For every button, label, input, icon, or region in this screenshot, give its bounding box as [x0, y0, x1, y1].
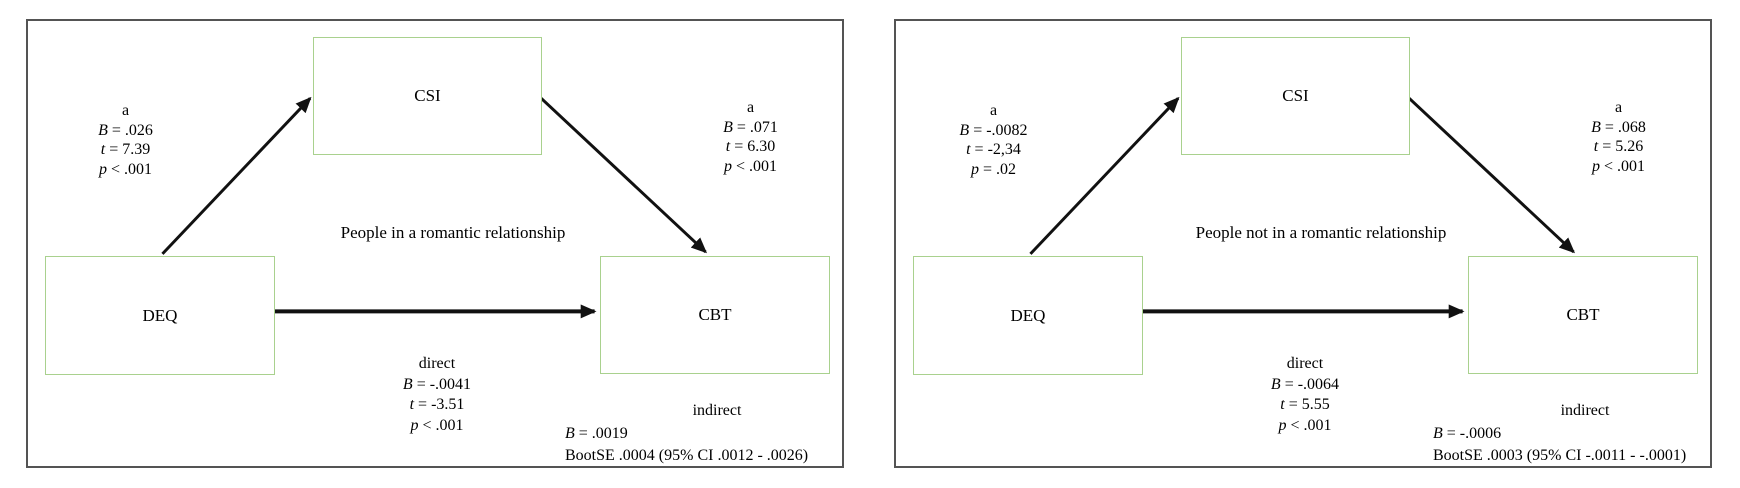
stat-symbol: t: [966, 141, 971, 158]
stat-row-b: B = -.0082: [936, 121, 1051, 141]
stat-symbol: B: [565, 424, 575, 442]
stat-value: = .071: [732, 118, 778, 136]
path-label: a: [746, 99, 755, 116]
path-label: a: [121, 102, 130, 119]
outcome-label: CBT: [1566, 305, 1600, 324]
path-label: a: [1614, 99, 1623, 116]
stat-symbol: t: [1593, 138, 1599, 155]
arrow-deq-to-csi: [1029, 96, 1180, 255]
outcome-box: CBT: [1468, 256, 1698, 374]
stat-value: = .02: [978, 160, 1017, 178]
stat-value: = 5.26: [1598, 138, 1644, 155]
stat-value: = 7.39: [105, 141, 151, 158]
path-a-left-stats: a B = .026 t = 7.39 p < .001: [68, 101, 183, 179]
stat-symbol: p: [98, 160, 107, 178]
stat-row-t: t = -3.51: [372, 395, 502, 416]
stat-row-t: t = 7.39: [68, 140, 183, 160]
stat-row-b: B = .026: [68, 121, 183, 141]
bootse-line: BootSE .0003 (95% CI -.0011 - -.0001): [1433, 447, 1687, 464]
stat-value: = .068: [1600, 118, 1646, 136]
mediator-label: CSI: [414, 86, 441, 105]
stat-value: = 6.30: [730, 138, 776, 155]
predictor-label: DEQ: [1010, 305, 1046, 325]
stat-row-p: p < .001: [68, 160, 183, 180]
stat-symbol: B: [402, 375, 413, 393]
effect-label: indirect: [1560, 402, 1610, 419]
stat-symbol: B: [1270, 375, 1281, 393]
direct-effect-stats: direct B = -.0064 t = 5.55 p < .001: [1240, 354, 1370, 436]
stat-symbol: t: [725, 138, 731, 155]
bootse-line: BootSE .0004 (95% CI .0012 - .0026): [565, 447, 809, 464]
stat-row-t: t = 5.55: [1240, 395, 1370, 416]
stat-symbol: p: [410, 416, 419, 434]
mediator-box: CSI: [313, 37, 542, 155]
predictor-label: DEQ: [142, 305, 178, 325]
stat-value: < .001: [731, 157, 778, 175]
stat-row-b: B = -.0041: [372, 375, 502, 396]
stat-row-p: p < .001: [693, 157, 808, 177]
stat-row-t: t = 5.26: [1561, 137, 1676, 157]
predictor-box: DEQ: [45, 256, 275, 375]
mediator-label: CSI: [1282, 86, 1309, 105]
outcome-label: CBT: [698, 305, 732, 324]
stat-value: = -3.51: [414, 396, 465, 413]
stat-value: = -.0064: [1280, 375, 1340, 393]
stat-symbol: p: [1591, 157, 1600, 175]
effect-label: direct: [1286, 355, 1324, 372]
effect-label: indirect: [692, 402, 742, 419]
stat-row-b: B = .068: [1561, 118, 1676, 138]
stat-value: = .026: [107, 121, 153, 139]
stat-row-b: B = .0019: [565, 423, 845, 446]
stat-row-p: p < .001: [1561, 157, 1676, 177]
stat-symbol: t: [100, 141, 106, 158]
stat-value: < .001: [106, 160, 153, 178]
stat-value: < .001: [1599, 157, 1646, 175]
stat-symbol: p: [1278, 416, 1287, 434]
stat-row-t: t = -2,34: [936, 140, 1051, 160]
panel-in-relationship: CSI DEQ CBT a B = .026 t = 7.39 p < .001…: [26, 19, 844, 468]
arrow-deq-to-csi: [161, 96, 312, 255]
indirect-effect-stats: indirect B = -.0006 BootSE .0003 (95% CI…: [1433, 400, 1713, 468]
effect-label: direct: [418, 355, 456, 372]
stat-value: < .001: [418, 416, 464, 434]
stat-row-b: B = .071: [693, 118, 808, 138]
stat-symbol: p: [723, 157, 732, 175]
stat-row-b: B = -.0006: [1433, 423, 1713, 446]
stat-symbol: t: [1280, 396, 1285, 413]
path-a-right-stats: a B = .068 t = 5.26 p < .001: [1561, 98, 1676, 176]
stat-row-p: p = .02: [936, 160, 1051, 180]
stat-value: < .001: [1286, 416, 1332, 434]
stat-symbol: t: [409, 396, 415, 413]
stat-symbol: B: [1591, 118, 1601, 136]
predictor-box: DEQ: [913, 256, 1143, 375]
stat-symbol: B: [959, 121, 970, 139]
stat-row-t: t = 6.30: [693, 137, 808, 157]
stat-value: = .0019: [574, 424, 628, 442]
stat-row-b: B = -.0064: [1240, 375, 1370, 396]
stat-value: = -.0041: [412, 375, 472, 393]
indirect-effect-stats: indirect B = .0019 BootSE .0004 (95% CI …: [565, 400, 845, 468]
direct-effect-stats: direct B = -.0041 t = -3.51 p < .001: [372, 354, 502, 436]
stat-value: = -2,34: [970, 141, 1021, 158]
group-label: People not in a romantic relationship: [1195, 223, 1447, 242]
stat-row-p: p < .001: [1240, 416, 1370, 437]
stat-value: = 5.55: [1284, 396, 1330, 413]
panel-not-in-relationship: CSI DEQ CBT a B = -.0082 t = -2,34 p = .…: [894, 19, 1712, 468]
group-label: People in a romantic relationship: [340, 223, 566, 242]
path-a-left-stats: a B = -.0082 t = -2,34 p = .02: [936, 101, 1051, 179]
stat-symbol: p: [970, 160, 979, 178]
outcome-box: CBT: [600, 256, 830, 374]
path-a-right-stats: a B = .071 t = 6.30 p < .001: [693, 98, 808, 176]
stat-row-p: p < .001: [372, 416, 502, 437]
mediator-box: CSI: [1181, 37, 1410, 155]
path-label: a: [989, 102, 998, 119]
stat-symbol: B: [1433, 424, 1443, 442]
stat-value: = -.0006: [1442, 424, 1502, 442]
stat-symbol: B: [98, 121, 108, 139]
stat-value: = -.0082: [969, 121, 1028, 139]
stat-symbol: B: [723, 118, 733, 136]
